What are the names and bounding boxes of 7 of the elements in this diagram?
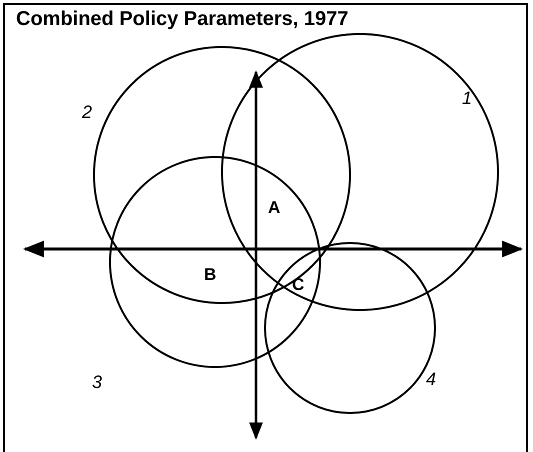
circle-number: 2 <box>82 103 92 121</box>
circle-number: 3 <box>92 373 102 391</box>
chart-title: Combined Policy Parameters, 1977 <box>16 8 348 31</box>
region-label: A <box>268 199 280 216</box>
region-label: B <box>204 266 216 283</box>
circle-number: 4 <box>426 370 436 388</box>
circle-number: 1 <box>462 89 472 107</box>
